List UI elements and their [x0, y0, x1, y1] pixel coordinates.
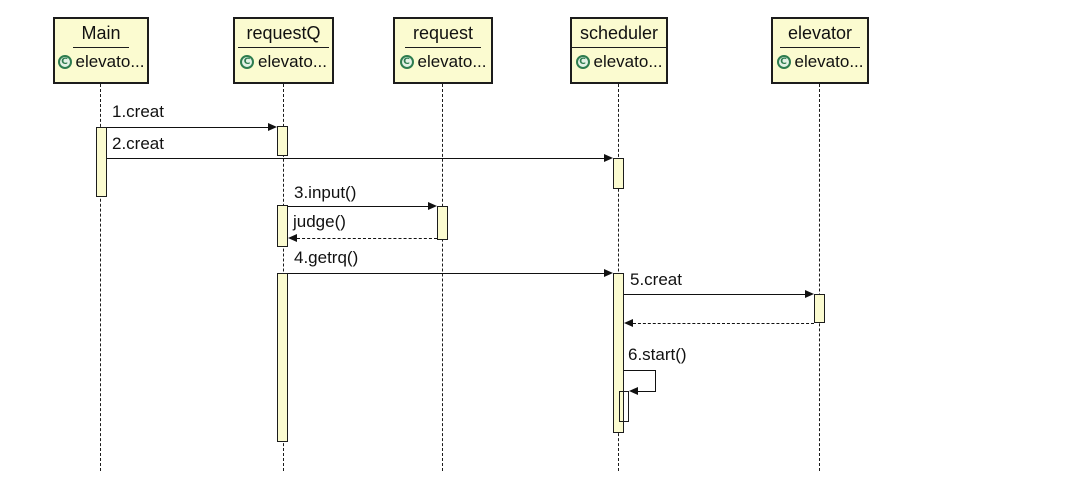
class-icon: C — [240, 54, 254, 69]
message-label: 5.creat — [630, 270, 682, 289]
participant-type-row: C elevato... — [57, 52, 145, 71]
lifeline-main — [100, 84, 101, 471]
class-icon: C — [399, 54, 414, 69]
class-icon: C — [57, 54, 72, 69]
class-icon: C — [776, 54, 791, 69]
message-line — [288, 273, 605, 274]
lifeline-request — [442, 84, 443, 471]
activation-scheduler-1[interactable] — [613, 158, 624, 189]
class-icon: C — [575, 54, 590, 69]
participant-type-row: C elevato... — [776, 52, 864, 71]
participant-elevator[interactable]: elevator C elevato... — [771, 17, 869, 84]
participant-type-row: C elevato... — [240, 52, 327, 71]
participant-name: elevator — [779, 22, 861, 48]
message-line — [107, 127, 269, 128]
message-line — [107, 158, 605, 159]
arrowhead-right-icon — [604, 269, 613, 277]
participant-main[interactable]: Main C elevato... — [53, 17, 149, 84]
message-line — [633, 323, 814, 324]
participant-type: elevato... — [417, 52, 487, 71]
arrowhead-left-icon — [629, 387, 638, 395]
activation-elevator[interactable] — [814, 294, 825, 323]
participant-name: Main — [73, 22, 129, 48]
message-label: 4.getrq() — [294, 248, 359, 267]
participant-type: elevato... — [593, 52, 663, 71]
activation-main[interactable] — [96, 127, 107, 197]
self-message-bottom-line — [638, 391, 656, 392]
participant-type: elevato... — [794, 52, 864, 71]
message-line — [288, 206, 429, 207]
activation-requestq-1[interactable] — [277, 126, 288, 156]
arrowhead-left-icon — [288, 234, 297, 242]
participant-type: elevato... — [258, 52, 327, 71]
arrowhead-right-icon — [805, 290, 814, 298]
lifeline-elevator — [819, 84, 820, 471]
activation-requestq-2[interactable] — [277, 205, 288, 247]
self-message-top-line — [624, 370, 655, 371]
self-message-side-line — [655, 370, 656, 392]
participant-name: request — [404, 22, 482, 48]
arrowhead-left-icon — [624, 319, 633, 327]
activation-scheduler-2[interactable] — [613, 273, 624, 433]
arrowhead-right-icon — [604, 154, 613, 162]
participant-type-row: C elevato... — [399, 52, 487, 71]
participant-requestq[interactable]: requestQ C elevato... — [233, 17, 334, 84]
arrowhead-right-icon — [268, 123, 277, 131]
message-label: judge() — [293, 212, 346, 231]
message-line — [297, 238, 437, 239]
participant-scheduler[interactable]: scheduler C elevato... — [570, 17, 668, 84]
activation-request[interactable] — [437, 206, 448, 240]
message-label: 6.start() — [628, 345, 687, 364]
activation-scheduler-nested[interactable] — [619, 391, 629, 422]
message-label: 1.creat — [112, 102, 164, 121]
message-label: 3.input() — [294, 183, 357, 202]
participant-request[interactable]: request C elevato... — [393, 17, 493, 84]
message-label: 2.creat — [112, 134, 164, 153]
participant-name: scheduler — [571, 22, 667, 48]
participant-type-row: C elevato... — [575, 52, 663, 71]
activation-requestq-3[interactable] — [277, 273, 288, 442]
arrowhead-right-icon — [428, 202, 437, 210]
participant-type: elevato... — [75, 52, 145, 71]
message-line — [624, 294, 805, 295]
participant-name: requestQ — [238, 22, 329, 48]
